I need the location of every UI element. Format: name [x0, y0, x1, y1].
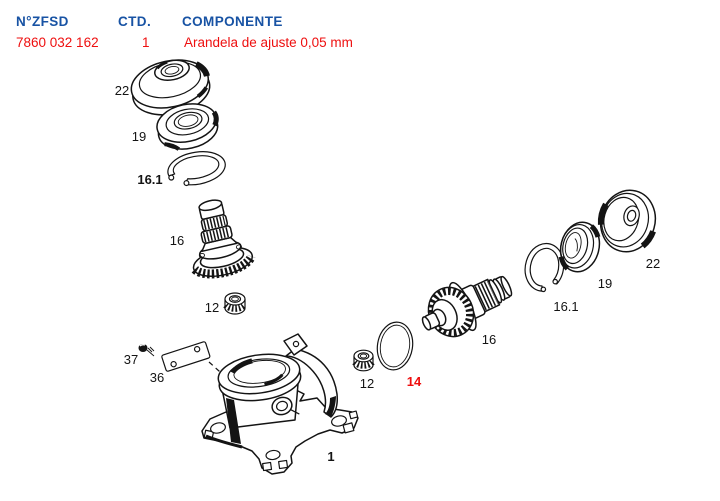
- callout-16-right[interactable]: 16: [482, 332, 496, 347]
- callout-16-left[interactable]: 16: [170, 233, 184, 248]
- part-14-o-ring: [376, 321, 414, 371]
- part-19-seal-ring-left: [156, 103, 219, 151]
- callout-36[interactable]: 36: [150, 370, 164, 385]
- part-19-seal-ring-right: [558, 221, 601, 273]
- callout-19-right[interactable]: 19: [598, 276, 612, 291]
- callout-22-right[interactable]: 22: [646, 256, 660, 271]
- part-number-cell[interactable]: 7860 032 162: [16, 35, 99, 50]
- callout-1[interactable]: 1: [327, 449, 334, 464]
- part-12-nut-left: [223, 292, 247, 315]
- part-22-bearing-cap-left: [130, 59, 211, 116]
- part-1-housing: [201, 333, 359, 475]
- part-16-1-snap-ring-left: [167, 151, 226, 187]
- part-22-bearing-cap-right: [597, 189, 657, 253]
- part-36-plate: [161, 341, 211, 372]
- column-header-component: COMPONENTE: [182, 14, 283, 29]
- column-header-quantity: CTD.: [118, 14, 152, 29]
- callout-19-left[interactable]: 19: [132, 129, 146, 144]
- part-16-bevel-gear-right: [421, 275, 513, 338]
- part-16-bevel-gear-left: [191, 199, 256, 279]
- callout-37[interactable]: 37: [124, 352, 138, 367]
- callout-12-middle[interactable]: 12: [360, 376, 374, 391]
- component-cell[interactable]: Arandela de ajuste 0,05 mm: [184, 35, 353, 50]
- quantity-cell[interactable]: 1: [142, 35, 150, 50]
- part-16-1-snap-ring-right: [524, 242, 565, 293]
- column-header-part-number: N°ZFSD: [16, 14, 69, 29]
- callout-16-1-right[interactable]: 16.1: [553, 299, 578, 314]
- housing-side-port: [271, 396, 300, 416]
- callout-12-left[interactable]: 12: [205, 300, 219, 315]
- callout-16-1-left[interactable]: 16.1: [137, 172, 162, 187]
- part-12-nut-middle: [352, 349, 375, 372]
- callout-14-highlighted[interactable]: 14: [407, 374, 422, 389]
- callout-22-left[interactable]: 22: [115, 83, 129, 98]
- part-37-screw: [138, 344, 155, 357]
